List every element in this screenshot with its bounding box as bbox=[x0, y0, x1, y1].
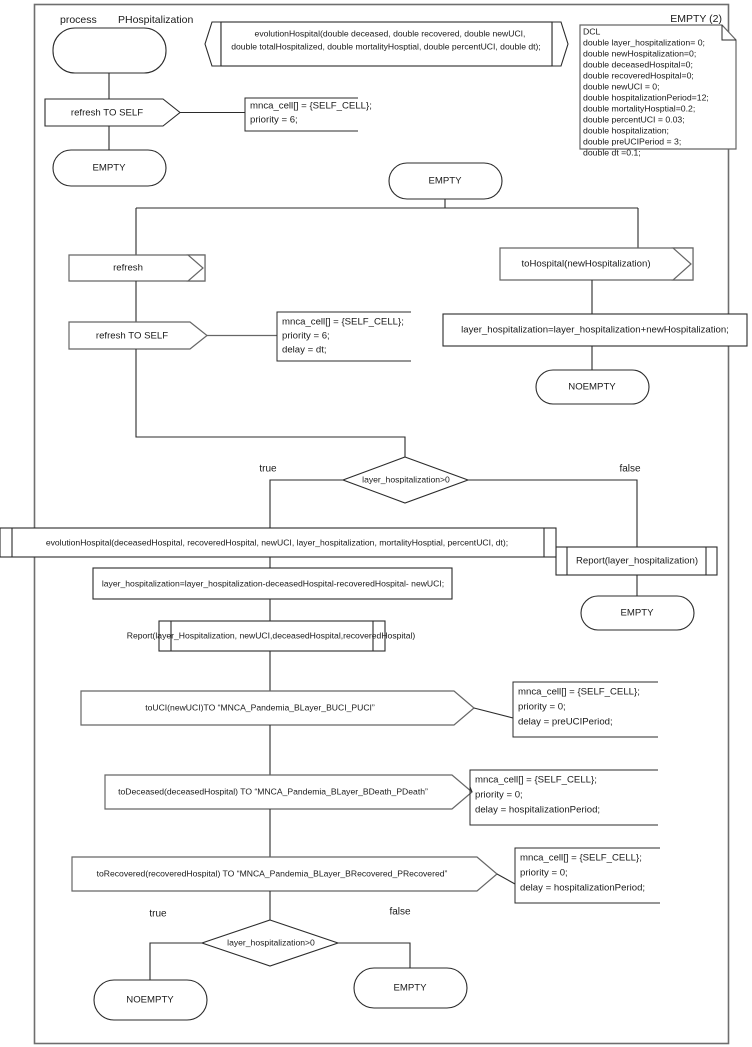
start-output-note-line-0: mnca_cell[] = {SELF_CELL}; bbox=[250, 101, 372, 112]
connector-uci-note bbox=[473, 707, 514, 719]
dcl-decl-9: double preUCIPeriod = 3; bbox=[583, 136, 681, 146]
output-refresh-to-self: refresh TO SELF bbox=[68, 321, 208, 350]
start-output-label: refresh TO SELF bbox=[71, 108, 143, 119]
output-to-recovered-note: mnca_cell[] = {SELF_CELL}; priority = 0;… bbox=[514, 847, 660, 904]
dcl-decl-7: double percentUCI = 0.03; bbox=[583, 114, 685, 124]
decision-layer-hospitalization-top: layer_hospitalization>0 bbox=[341, 456, 470, 504]
main-state-label: EMPTY bbox=[428, 176, 462, 187]
bottom-state-noempty bbox=[93, 979, 208, 1021]
true-path-task-subtract: layer_hospitalization=layer_hospitalizat… bbox=[92, 567, 453, 600]
decision-top-true-label: true bbox=[259, 464, 277, 475]
refresh-note-line-2: delay = dt; bbox=[282, 345, 327, 356]
refresh-note-line-0: mnca_cell[] = {SELF_CELL}; bbox=[282, 317, 404, 328]
dcl-decl-0: double layer_hospitalization= 0; bbox=[583, 37, 705, 47]
false-state-label: EMPTY bbox=[620, 608, 654, 619]
dcl-decl-2: double deceasedHospital=0; bbox=[583, 59, 693, 69]
recovered-note-line-2: delay = hospitalizationPeriod; bbox=[520, 883, 645, 894]
output-to-deceased-label: toDeceased(deceasedHospital) TO “MNCA_Pa… bbox=[118, 786, 428, 796]
output-to-deceased: toDeceased(deceasedHospital) TO “MNCA_Pa… bbox=[104, 774, 473, 810]
recovered-note-line-0: mnca_cell[] = {SELF_CELL}; bbox=[520, 853, 642, 864]
dcl-block: DCL double layer_hospitalization= 0; dou… bbox=[579, 24, 737, 157]
uci-note-line-1: priority = 0; bbox=[518, 702, 566, 713]
refresh-note-line-1: priority = 6; bbox=[282, 331, 330, 342]
output-to-uci-label: toUCI(newUCI)TO “MNCA_Pandemia_BLayer_BU… bbox=[145, 702, 375, 712]
start-output-note: mnca_cell[] = {SELF_CELL}; priority = 6; bbox=[244, 97, 372, 132]
start-output-refresh-to-self: refresh TO SELF bbox=[44, 98, 181, 127]
connector-bottom-false bbox=[338, 942, 411, 968]
hospital-state-noempty bbox=[535, 369, 650, 405]
input-refresh-label: refresh bbox=[113, 263, 143, 274]
deceased-note-line-2: delay = hospitalizationPeriod; bbox=[475, 805, 600, 816]
false-report-label: Report(layer_hospitalization) bbox=[576, 556, 698, 567]
true-task-label: layer_hospitalization=layer_hospitalizat… bbox=[102, 578, 444, 588]
output-refresh-to-self-label: refresh TO SELF bbox=[96, 331, 168, 342]
bottom-false-state-label: EMPTY bbox=[393, 983, 427, 994]
output-to-uci: toUCI(newUCI)TO “MNCA_Pandemia_BLayer_BU… bbox=[80, 690, 475, 726]
start-state-label: EMPTY bbox=[92, 163, 126, 174]
decision-layer-hospitalization-bottom: layer_hospitalization>0 bbox=[200, 919, 340, 967]
output-to-deceased-note: mnca_cell[] = {SELF_CELL}; priority = 0;… bbox=[469, 769, 658, 826]
procedure-declaration-line1: evolutionHospital(double deceased, doubl… bbox=[255, 28, 526, 38]
uci-note-line-2: delay = preUCIPeriod; bbox=[518, 717, 613, 728]
dcl-header: DCL bbox=[583, 26, 601, 36]
dcl-decl-8: double hospitalization; bbox=[583, 125, 669, 135]
false-path-report-call: Report(layer_hospitalization) bbox=[555, 546, 718, 576]
process-name-label: PHospitalization bbox=[118, 14, 193, 26]
procedure-declaration-line2: double totalHospitalized, double mortali… bbox=[231, 41, 541, 51]
output-to-recovered: toRecovered(recoveredHospital) TO “MNCA_… bbox=[71, 856, 498, 892]
recovered-note-line-1: priority = 0; bbox=[520, 868, 568, 879]
input-to-hospital-label: toHospital(newHospitalization) bbox=[521, 259, 650, 270]
uci-note-line-0: mnca_cell[] = {SELF_CELL}; bbox=[518, 687, 640, 698]
connector-refresh-to-decision bbox=[135, 349, 406, 457]
dcl-decl-10: double dt =0.1; bbox=[583, 147, 641, 157]
true-path-evolution-hospital-call: evolutionHospital(deceasedHospital, reco… bbox=[0, 527, 557, 558]
bottom-true-state-label: NOEMPTY bbox=[126, 995, 174, 1006]
dcl-decl-6: double mortalityHosptial=0.2; bbox=[583, 103, 695, 113]
start-state-empty bbox=[52, 149, 167, 187]
process-keyword-label: process bbox=[60, 14, 97, 26]
task-hospital-label: layer_hospitalization=layer_hospitalizat… bbox=[461, 325, 729, 336]
empty-count-label: EMPTY (2) bbox=[670, 13, 722, 25]
deceased-note-line-0: mnca_cell[] = {SELF_CELL}; bbox=[475, 775, 597, 786]
connector-recovered-note bbox=[496, 873, 516, 885]
decision-bottom-true-label: true bbox=[149, 909, 167, 920]
start-output-note-line-1: priority = 6; bbox=[250, 115, 298, 126]
evolution-hospital-call-label: evolutionHospital(deceasedHospital, reco… bbox=[46, 537, 508, 547]
connector-decision-false bbox=[468, 479, 638, 547]
false-state-empty bbox=[580, 595, 695, 631]
procedure-declaration-box: evolutionHospital(double deceased, doubl… bbox=[204, 21, 569, 67]
task-layer-hospitalization-add: layer_hospitalization=layer_hospitalizat… bbox=[442, 313, 748, 347]
process-frame bbox=[33, 3, 730, 1045]
decision-top-false-label: false bbox=[619, 464, 641, 475]
bottom-state-empty bbox=[353, 967, 468, 1009]
refresh-output-note: mnca_cell[] = {SELF_CELL}; priority = 6;… bbox=[276, 311, 411, 362]
dcl-decl-4: double newUCI = 0; bbox=[583, 81, 660, 91]
hospital-state-label: NOEMPTY bbox=[568, 382, 616, 393]
decision-bottom-condition: layer_hospitalization>0 bbox=[227, 937, 315, 947]
dcl-decl-5: double hospitalizationPeriod=12; bbox=[583, 92, 709, 102]
input-to-hospital: toHospital(newHospitalization) bbox=[499, 247, 694, 281]
input-refresh: refresh bbox=[68, 254, 206, 282]
true-report-label: Report(layer_Hospitalization, newUCI,dec… bbox=[127, 630, 416, 640]
output-to-recovered-label: toRecovered(recoveredHospital) TO “MNCA_… bbox=[97, 868, 448, 878]
output-to-uci-note: mnca_cell[] = {SELF_CELL}; priority = 0;… bbox=[512, 681, 658, 738]
decision-bottom-false-label: false bbox=[389, 907, 411, 918]
start-symbol bbox=[52, 27, 167, 74]
connector-decision-true bbox=[269, 479, 343, 528]
dcl-decl-1: double newHospitalization=0; bbox=[583, 48, 696, 58]
connector-bottom-true bbox=[149, 942, 202, 980]
deceased-note-line-1: priority = 0; bbox=[475, 790, 523, 801]
decision-top-condition: layer_hospitalization>0 bbox=[362, 474, 450, 484]
dcl-decl-3: double recoveredHospital=0; bbox=[583, 70, 694, 80]
true-path-report-call: Report(layer_Hospitalization, newUCI,dec… bbox=[127, 620, 416, 652]
